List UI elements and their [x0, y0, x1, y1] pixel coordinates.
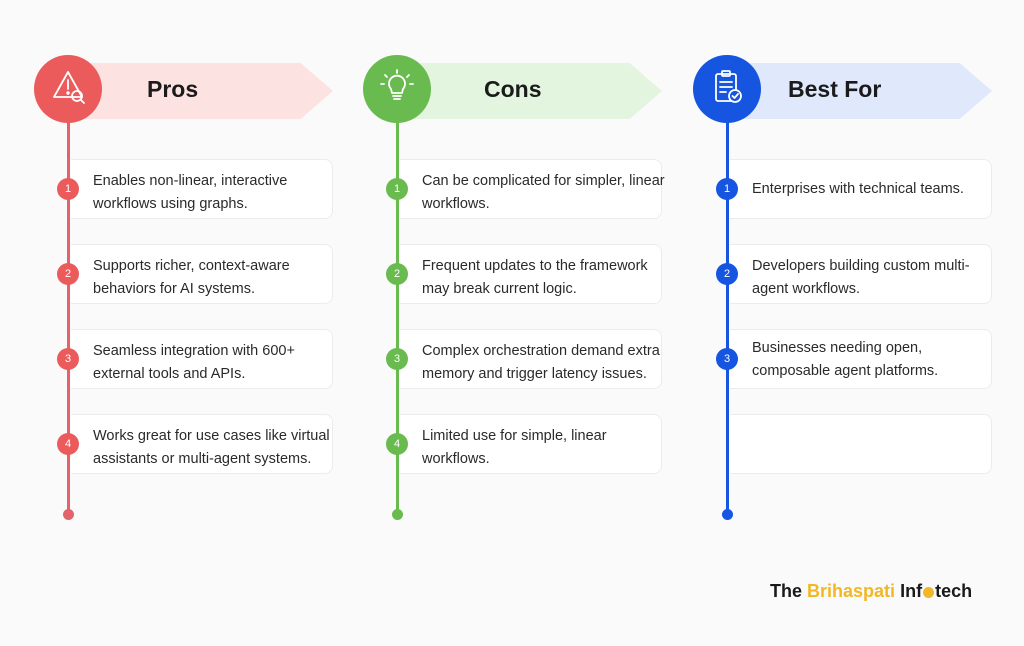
best-for-item-2-text: Developers building custom multi-agent w…	[752, 258, 970, 297]
cons-timeline-end-dot	[392, 509, 403, 520]
best-for-item-1-text: Enterprises with technical teams.	[752, 181, 964, 197]
cons-item-3-number: 3	[386, 348, 408, 370]
cons-item-2-number: 2	[386, 263, 408, 285]
lightbulb-icon	[377, 67, 417, 112]
best-for-card-3: Businesses needing open, composable agen…	[730, 329, 992, 389]
best-for-item-1-number: 1	[716, 178, 738, 200]
clipboard-check-icon	[707, 67, 747, 112]
best-for-title: Best For	[788, 76, 882, 102]
best-for-card-4-empty	[730, 414, 992, 474]
cons-item-1-text: Can be complicated for simpler, linear w…	[422, 173, 665, 212]
pros-timeline-line	[67, 120, 70, 514]
best-for-timeline-line	[726, 120, 729, 514]
cons-item-3-text: Complex orchestration demand extra memor…	[422, 343, 660, 382]
pros-item-1-number: 1	[57, 178, 79, 200]
cons-badge	[363, 55, 431, 123]
pros-item-4-number: 4	[57, 433, 79, 455]
pros-card-4: Works great for use cases like virtual a…	[71, 414, 333, 474]
brand-the: The	[770, 581, 803, 601]
cons-item-4-text: Limited use for simple, linear workflows…	[422, 428, 607, 467]
pros-card-2: Supports richer, context-aware behaviors…	[71, 244, 333, 304]
best-for-card-1: Enterprises with technical teams.	[730, 159, 992, 219]
pros-badge	[34, 55, 102, 123]
pros-item-3-number: 3	[57, 348, 79, 370]
pros-title: Pros	[147, 76, 199, 102]
pros-item-1-text: Enables non-linear, interactive workflow…	[93, 173, 288, 212]
cons-item-2-text: Frequent updates to the framework may br…	[422, 258, 648, 297]
brand-info-part2: tech	[935, 581, 973, 601]
brand-o-dot-icon	[923, 586, 935, 598]
best-for-badge	[693, 55, 761, 123]
pros-column: Pros Enables non-linear, interactive wor…	[33, 0, 363, 540]
cons-card-1: Can be complicated for simpler, linear w…	[400, 159, 665, 219]
pros-card-3: Seamless integration with 600+ external …	[71, 329, 333, 389]
best-for-card-2: Developers building custom multi-agent w…	[730, 244, 992, 304]
alert-bulb-icon	[48, 67, 88, 112]
pros-card-1: Enables non-linear, interactive workflow…	[71, 159, 333, 219]
cons-item-4-number: 4	[386, 433, 408, 455]
best-for-timeline-end-dot	[722, 509, 733, 520]
pros-timeline-end-dot	[63, 509, 74, 520]
brand-name: Brihaspati	[807, 581, 896, 601]
cons-timeline-line	[396, 120, 399, 514]
cons-card-3: Complex orchestration demand extra memor…	[400, 329, 662, 389]
pros-banner	[63, 63, 333, 119]
best-for-column: Best For Enterprises with technical team…	[692, 0, 1022, 540]
cons-card-4: Limited use for simple, linear workflows…	[400, 414, 662, 474]
cons-banner	[392, 63, 662, 119]
cons-item-1-number: 1	[386, 178, 408, 200]
best-for-item-2-number: 2	[716, 263, 738, 285]
cons-column: Cons Can be complicated for simpler, lin…	[362, 0, 692, 540]
cons-title: Cons	[484, 76, 542, 102]
cons-card-2: Frequent updates to the framework may br…	[400, 244, 662, 304]
best-for-banner	[722, 63, 992, 119]
pros-item-3-text: Seamless integration with 600+ external …	[93, 343, 295, 382]
best-for-item-3-text: Businesses needing open, composable agen…	[752, 340, 939, 379]
best-for-item-3-number: 3	[716, 348, 738, 370]
pros-item-2-text: Supports richer, context-aware behaviors…	[93, 258, 290, 297]
pros-item-4-text: Works great for use cases like virtual a…	[93, 428, 330, 467]
pros-item-2-number: 2	[57, 263, 79, 285]
brand-info-part1: Inf	[900, 581, 923, 601]
